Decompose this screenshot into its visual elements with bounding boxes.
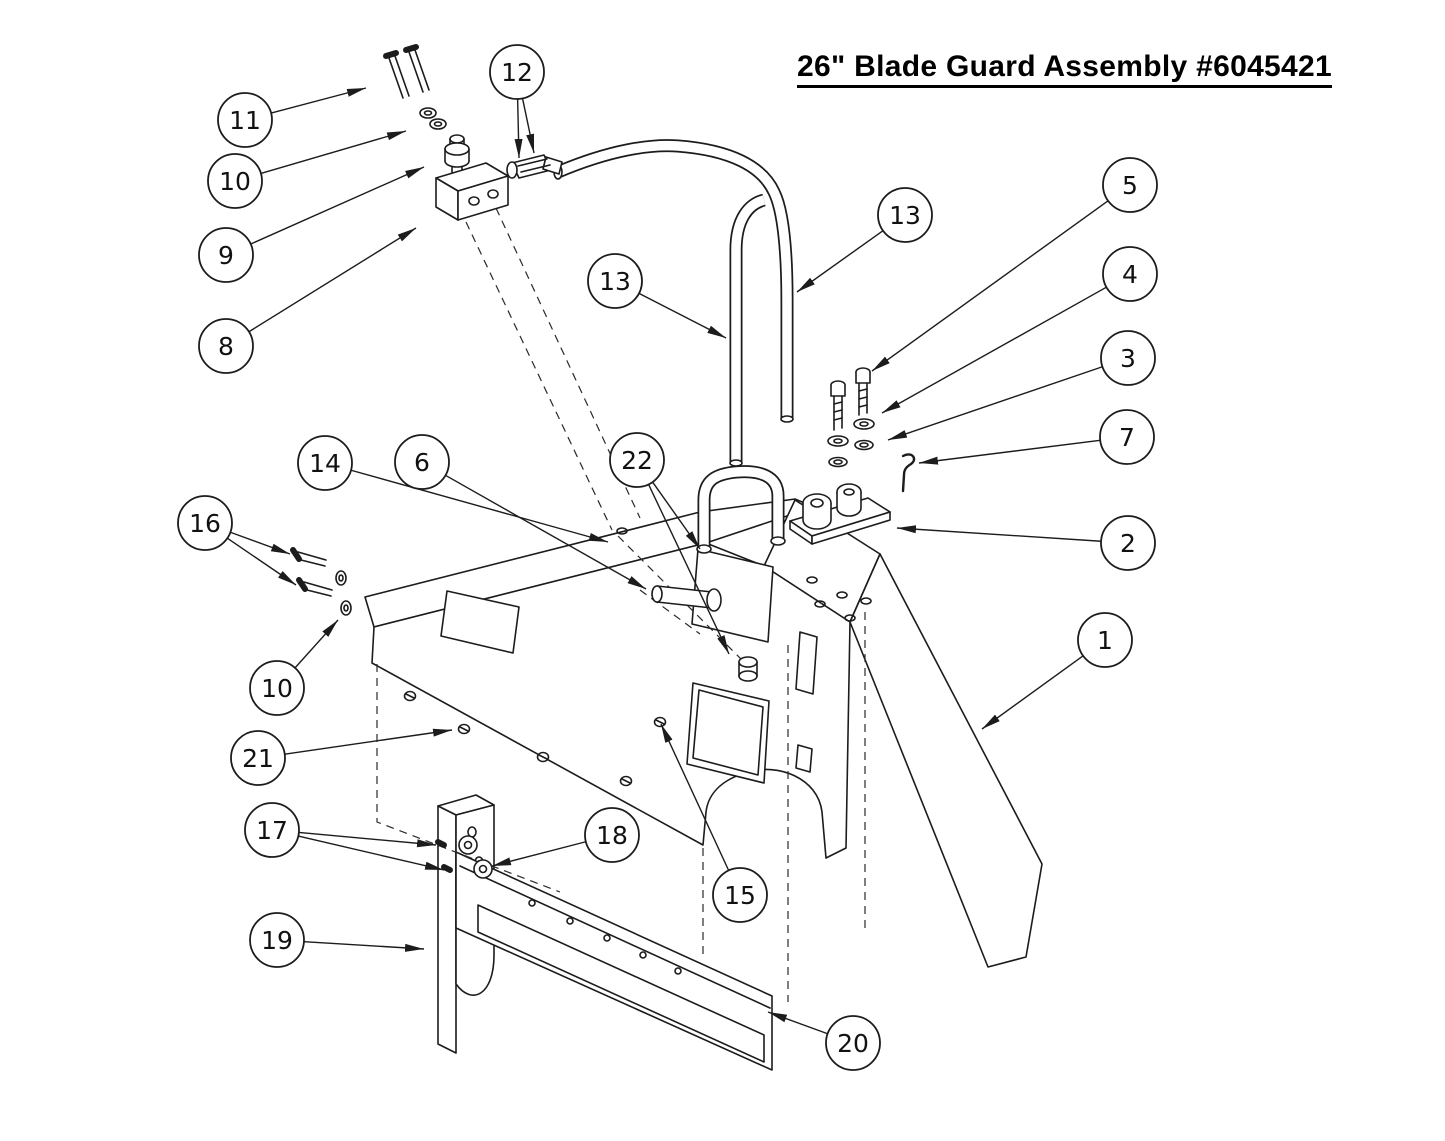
callout-balloon-17: 17 — [244, 802, 300, 858]
leader-line-callout-17 — [298, 831, 437, 848]
leader-line-callout-17 — [298, 835, 445, 871]
callout-balloon-15: 15 — [712, 867, 768, 923]
leader-line-callout-2 — [896, 525, 1102, 542]
leader-line-callout-13 — [796, 230, 884, 293]
spacer-washers — [435, 835, 493, 879]
leader-line-callout-7 — [918, 439, 1101, 465]
svg-text:10: 10 — [261, 674, 293, 703]
svg-text:8: 8 — [218, 332, 234, 361]
leader-line-callout-16 — [230, 531, 291, 555]
callout-balloon-2: 2 — [1100, 515, 1156, 571]
svg-text:9: 9 — [218, 241, 234, 270]
svg-text:5: 5 — [1122, 171, 1138, 200]
svg-text:19: 19 — [261, 926, 293, 955]
svg-text:21: 21 — [242, 744, 274, 773]
svg-text:4: 4 — [1122, 260, 1138, 289]
callout-balloon-8: 8 — [198, 318, 254, 374]
leader-line-callout-3 — [887, 366, 1103, 441]
mounting-screws — [403, 690, 667, 787]
leader-line-callout-18 — [491, 841, 587, 867]
pivot-bracket-part-2 — [789, 483, 891, 545]
latch-bracket-assembly — [383, 44, 509, 221]
front-skirt-panel — [455, 851, 773, 1071]
callout-balloon-13: 13 — [587, 253, 643, 309]
callout-balloon-1: 1 — [1077, 612, 1133, 668]
svg-text:10: 10 — [219, 167, 251, 196]
leader-line-callout-14 — [350, 469, 609, 543]
svg-text:6: 6 — [414, 448, 430, 477]
callout-balloon-10: 10 — [249, 660, 305, 716]
leader-line-callout-9 — [250, 166, 425, 245]
callout-balloon-22: 22 — [609, 432, 665, 488]
leader-line-callout-1 — [981, 655, 1084, 730]
svg-text:18: 18 — [596, 821, 628, 850]
svg-text:13: 13 — [599, 267, 631, 296]
roll-bar-part-13 — [553, 139, 794, 467]
leader-line-callout-8 — [248, 227, 417, 333]
callout-layer: 11 10 9 8 12 13 13 5 4 3 7 2 14 6 22 16 10 21 17 18 19 15 20 1 — [177, 44, 1158, 1071]
diagram-title: 26" Blade Guard Assembly #6045421 — [797, 50, 1332, 88]
leader-line-callout-12 — [514, 98, 523, 159]
hose-fitting-part-12 — [506, 154, 563, 179]
callout-balloon-7: 7 — [1099, 409, 1155, 465]
svg-text:22: 22 — [621, 446, 653, 475]
leader-line-callout-11 — [270, 87, 367, 114]
callout-balloon-5: 5 — [1102, 157, 1158, 213]
callout-balloon-16: 16 — [177, 495, 233, 551]
svg-text:16: 16 — [189, 509, 221, 538]
svg-text:7: 7 — [1119, 423, 1135, 452]
clevis-pin-part-6 — [651, 585, 722, 612]
leader-line-callout-21 — [284, 728, 453, 755]
svg-text:14: 14 — [309, 449, 341, 478]
leader-line-callout-22 — [652, 481, 701, 550]
svg-text:15: 15 — [724, 881, 756, 910]
svg-text:20: 20 — [837, 1029, 869, 1058]
callout-balloon-12: 12 — [489, 44, 545, 100]
svg-text:2: 2 — [1120, 529, 1136, 558]
leader-line-callout-10 — [260, 130, 407, 175]
callout-balloon-3: 3 — [1100, 330, 1156, 386]
leader-line-callout-4 — [881, 286, 1107, 414]
svg-text:13: 13 — [889, 201, 921, 230]
leader-line-callout-5 — [871, 200, 1109, 372]
handle — [696, 465, 786, 554]
side-bolts-part-16 — [290, 547, 352, 616]
svg-text:12: 12 — [501, 58, 533, 87]
callout-balloon-20: 20 — [825, 1015, 881, 1071]
leader-line-callout-20 — [767, 1011, 828, 1035]
callout-balloon-13: 13 — [877, 187, 933, 243]
leader-line-callout-12 — [521, 98, 535, 154]
leader-line-callout-13 — [638, 292, 727, 339]
leader-line-callout-15 — [660, 723, 730, 871]
callout-balloon-21: 21 — [230, 730, 286, 786]
callout-balloon-18: 18 — [584, 807, 640, 863]
svg-text:1: 1 — [1097, 626, 1113, 655]
callout-balloon-9: 9 — [198, 227, 254, 283]
svg-text:11: 11 — [229, 106, 261, 135]
guard-body-part-1 — [364, 498, 1043, 968]
svg-text:17: 17 — [256, 816, 288, 845]
leader-line-callout-6 — [445, 474, 647, 590]
leader-line-callout-10 — [294, 619, 339, 669]
callout-balloon-10: 10 — [207, 153, 263, 209]
svg-text:3: 3 — [1120, 344, 1136, 373]
stop-knob — [738, 656, 758, 682]
callout-balloon-6: 6 — [394, 434, 450, 490]
callout-balloon-14: 14 — [297, 435, 353, 491]
leader-line-callout-16 — [226, 537, 297, 586]
leader-line-callout-22 — [647, 484, 730, 655]
pivot-bolts-washers — [827, 367, 916, 493]
callout-balloon-11: 11 — [217, 92, 273, 148]
leader-line-callout-19 — [303, 940, 425, 952]
callout-balloon-4: 4 — [1102, 246, 1158, 302]
callout-balloon-19: 19 — [249, 912, 305, 968]
